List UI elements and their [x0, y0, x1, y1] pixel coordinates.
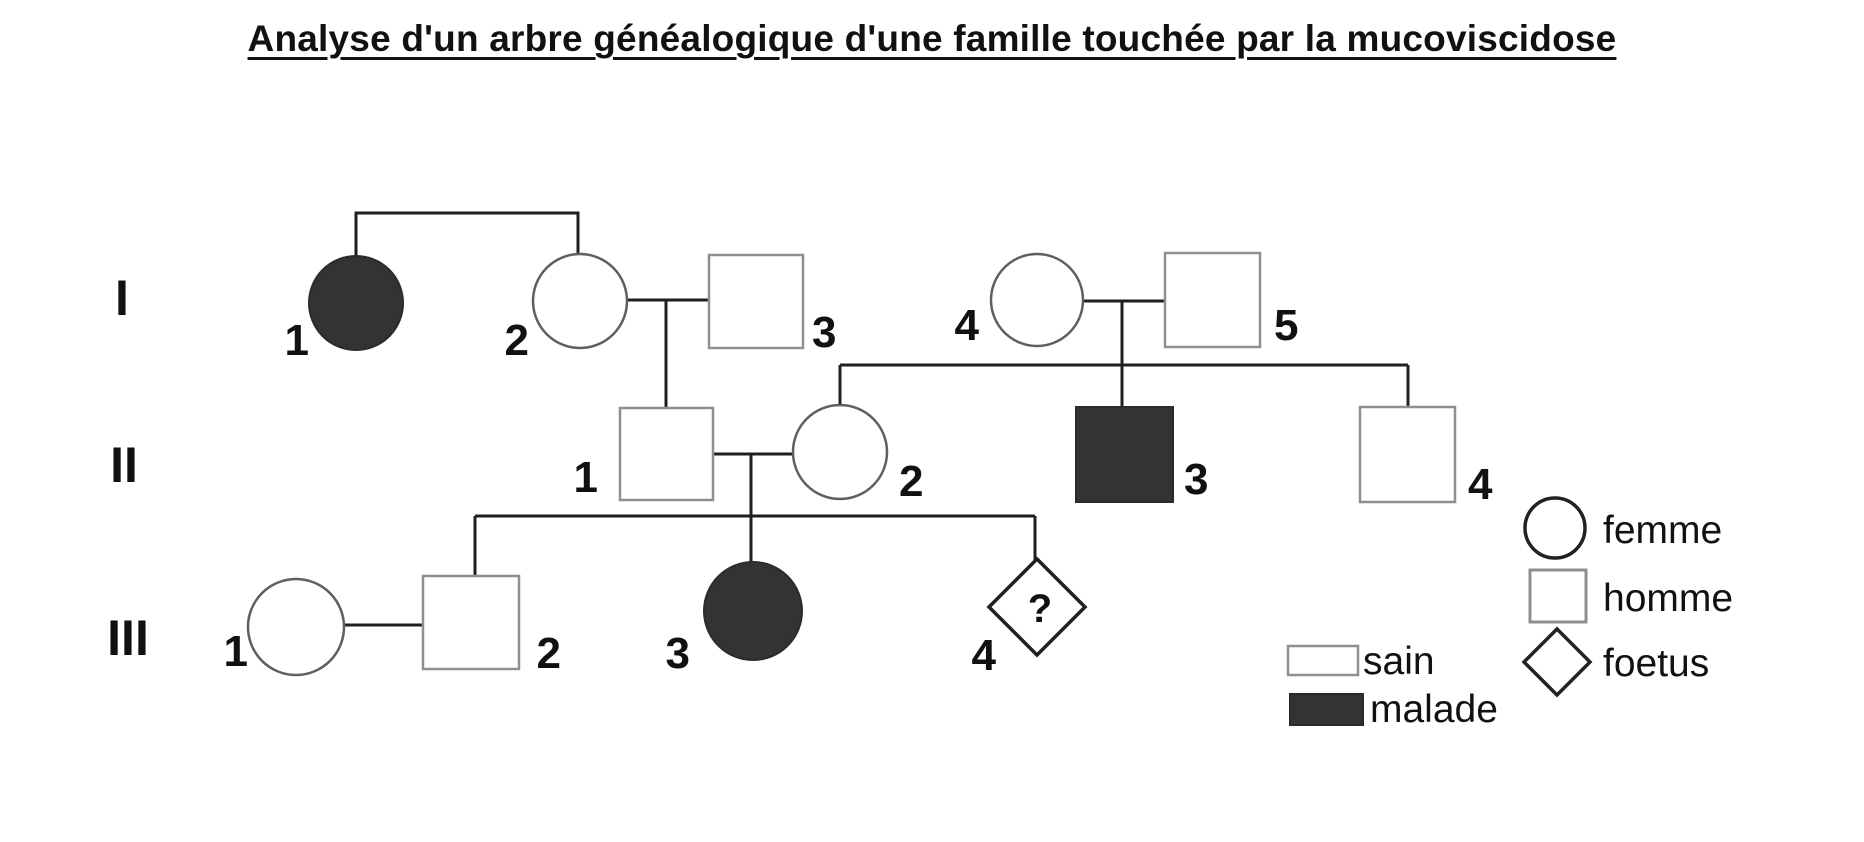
individual-number: 4 — [955, 301, 980, 350]
individual-I-1: 1 — [285, 255, 404, 365]
foetus-diamond-icon — [1521, 626, 1593, 698]
individual-III-4: ? 4 — [972, 556, 1088, 680]
malade-rect-icon — [1289, 693, 1364, 726]
legend-item-sain: sain — [1286, 640, 1435, 683]
individuals: 1 2 3 4 5 1 — [224, 251, 1493, 680]
individual-III-3: 3 — [666, 561, 803, 678]
generation-label-I: I — [115, 270, 129, 326]
individual-number: 3 — [812, 308, 836, 357]
female-affected-symbol — [703, 561, 803, 661]
individual-I-5: 5 — [1163, 251, 1298, 350]
female-symbol — [246, 577, 346, 677]
individual-III-2: 2 — [421, 574, 561, 678]
individual-number: 3 — [666, 629, 690, 678]
individual-I-2: 2 — [505, 252, 629, 365]
homme-square-icon — [1528, 568, 1588, 624]
individual-number: 3 — [1184, 455, 1208, 504]
legend-foetus-label: foetus — [1603, 642, 1709, 685]
legend-sain-label: sain — [1363, 640, 1435, 683]
male-symbol — [707, 253, 805, 350]
female-affected-symbol — [308, 255, 404, 351]
sibling-link-I1-I2 — [354, 211, 580, 259]
individual-III-1: 1 — [224, 577, 346, 677]
foetus-symbol — [986, 556, 1088, 658]
legend-homme-label: homme — [1603, 577, 1733, 620]
legend: femme homme foetus sain malade — [1286, 496, 1733, 731]
male-symbol — [421, 574, 521, 671]
individual-number: 1 — [574, 453, 598, 502]
individual-number: 5 — [1274, 301, 1298, 350]
individual-number: 4 — [972, 631, 997, 680]
female-symbol — [989, 252, 1085, 348]
sain-rect-icon — [1286, 644, 1360, 677]
generation-label-II: II — [110, 437, 138, 493]
individual-number: 1 — [285, 316, 309, 365]
foetus-question-mark: ? — [1028, 587, 1052, 631]
femme-circle-icon — [1523, 496, 1587, 560]
legend-item-foetus: foetus — [1521, 626, 1709, 698]
generation-labels: I II III — [107, 270, 149, 666]
individual-number: 2 — [537, 629, 561, 678]
individual-number: 1 — [224, 627, 248, 676]
female-symbol — [531, 252, 629, 350]
legend-item-malade: malade — [1289, 688, 1498, 731]
generation-label-III: III — [107, 610, 149, 666]
male-affected-symbol — [1075, 406, 1174, 503]
relationship-lines — [344, 211, 1410, 627]
legend-malade-label: malade — [1370, 688, 1498, 731]
individual-number: 2 — [505, 316, 529, 365]
legend-item-homme: homme — [1528, 568, 1733, 624]
female-symbol — [791, 403, 889, 501]
male-symbol — [618, 406, 715, 502]
individual-I-4: 4 — [955, 252, 1085, 350]
individual-II-1: 1 — [574, 406, 715, 502]
individual-II-3: 3 — [1075, 406, 1208, 504]
legend-item-femme: femme — [1523, 496, 1722, 560]
legend-femme-label: femme — [1603, 509, 1722, 552]
individual-I-3: 3 — [707, 253, 836, 357]
individual-number: 2 — [899, 457, 923, 506]
individual-number: 4 — [1468, 460, 1493, 509]
page-title: Analyse d'un arbre généalogique d'une fa… — [247, 18, 1617, 59]
individual-II-2: 2 — [791, 403, 923, 506]
male-symbol — [1358, 405, 1457, 504]
individual-II-4: 4 — [1358, 405, 1493, 509]
male-symbol — [1163, 251, 1262, 349]
